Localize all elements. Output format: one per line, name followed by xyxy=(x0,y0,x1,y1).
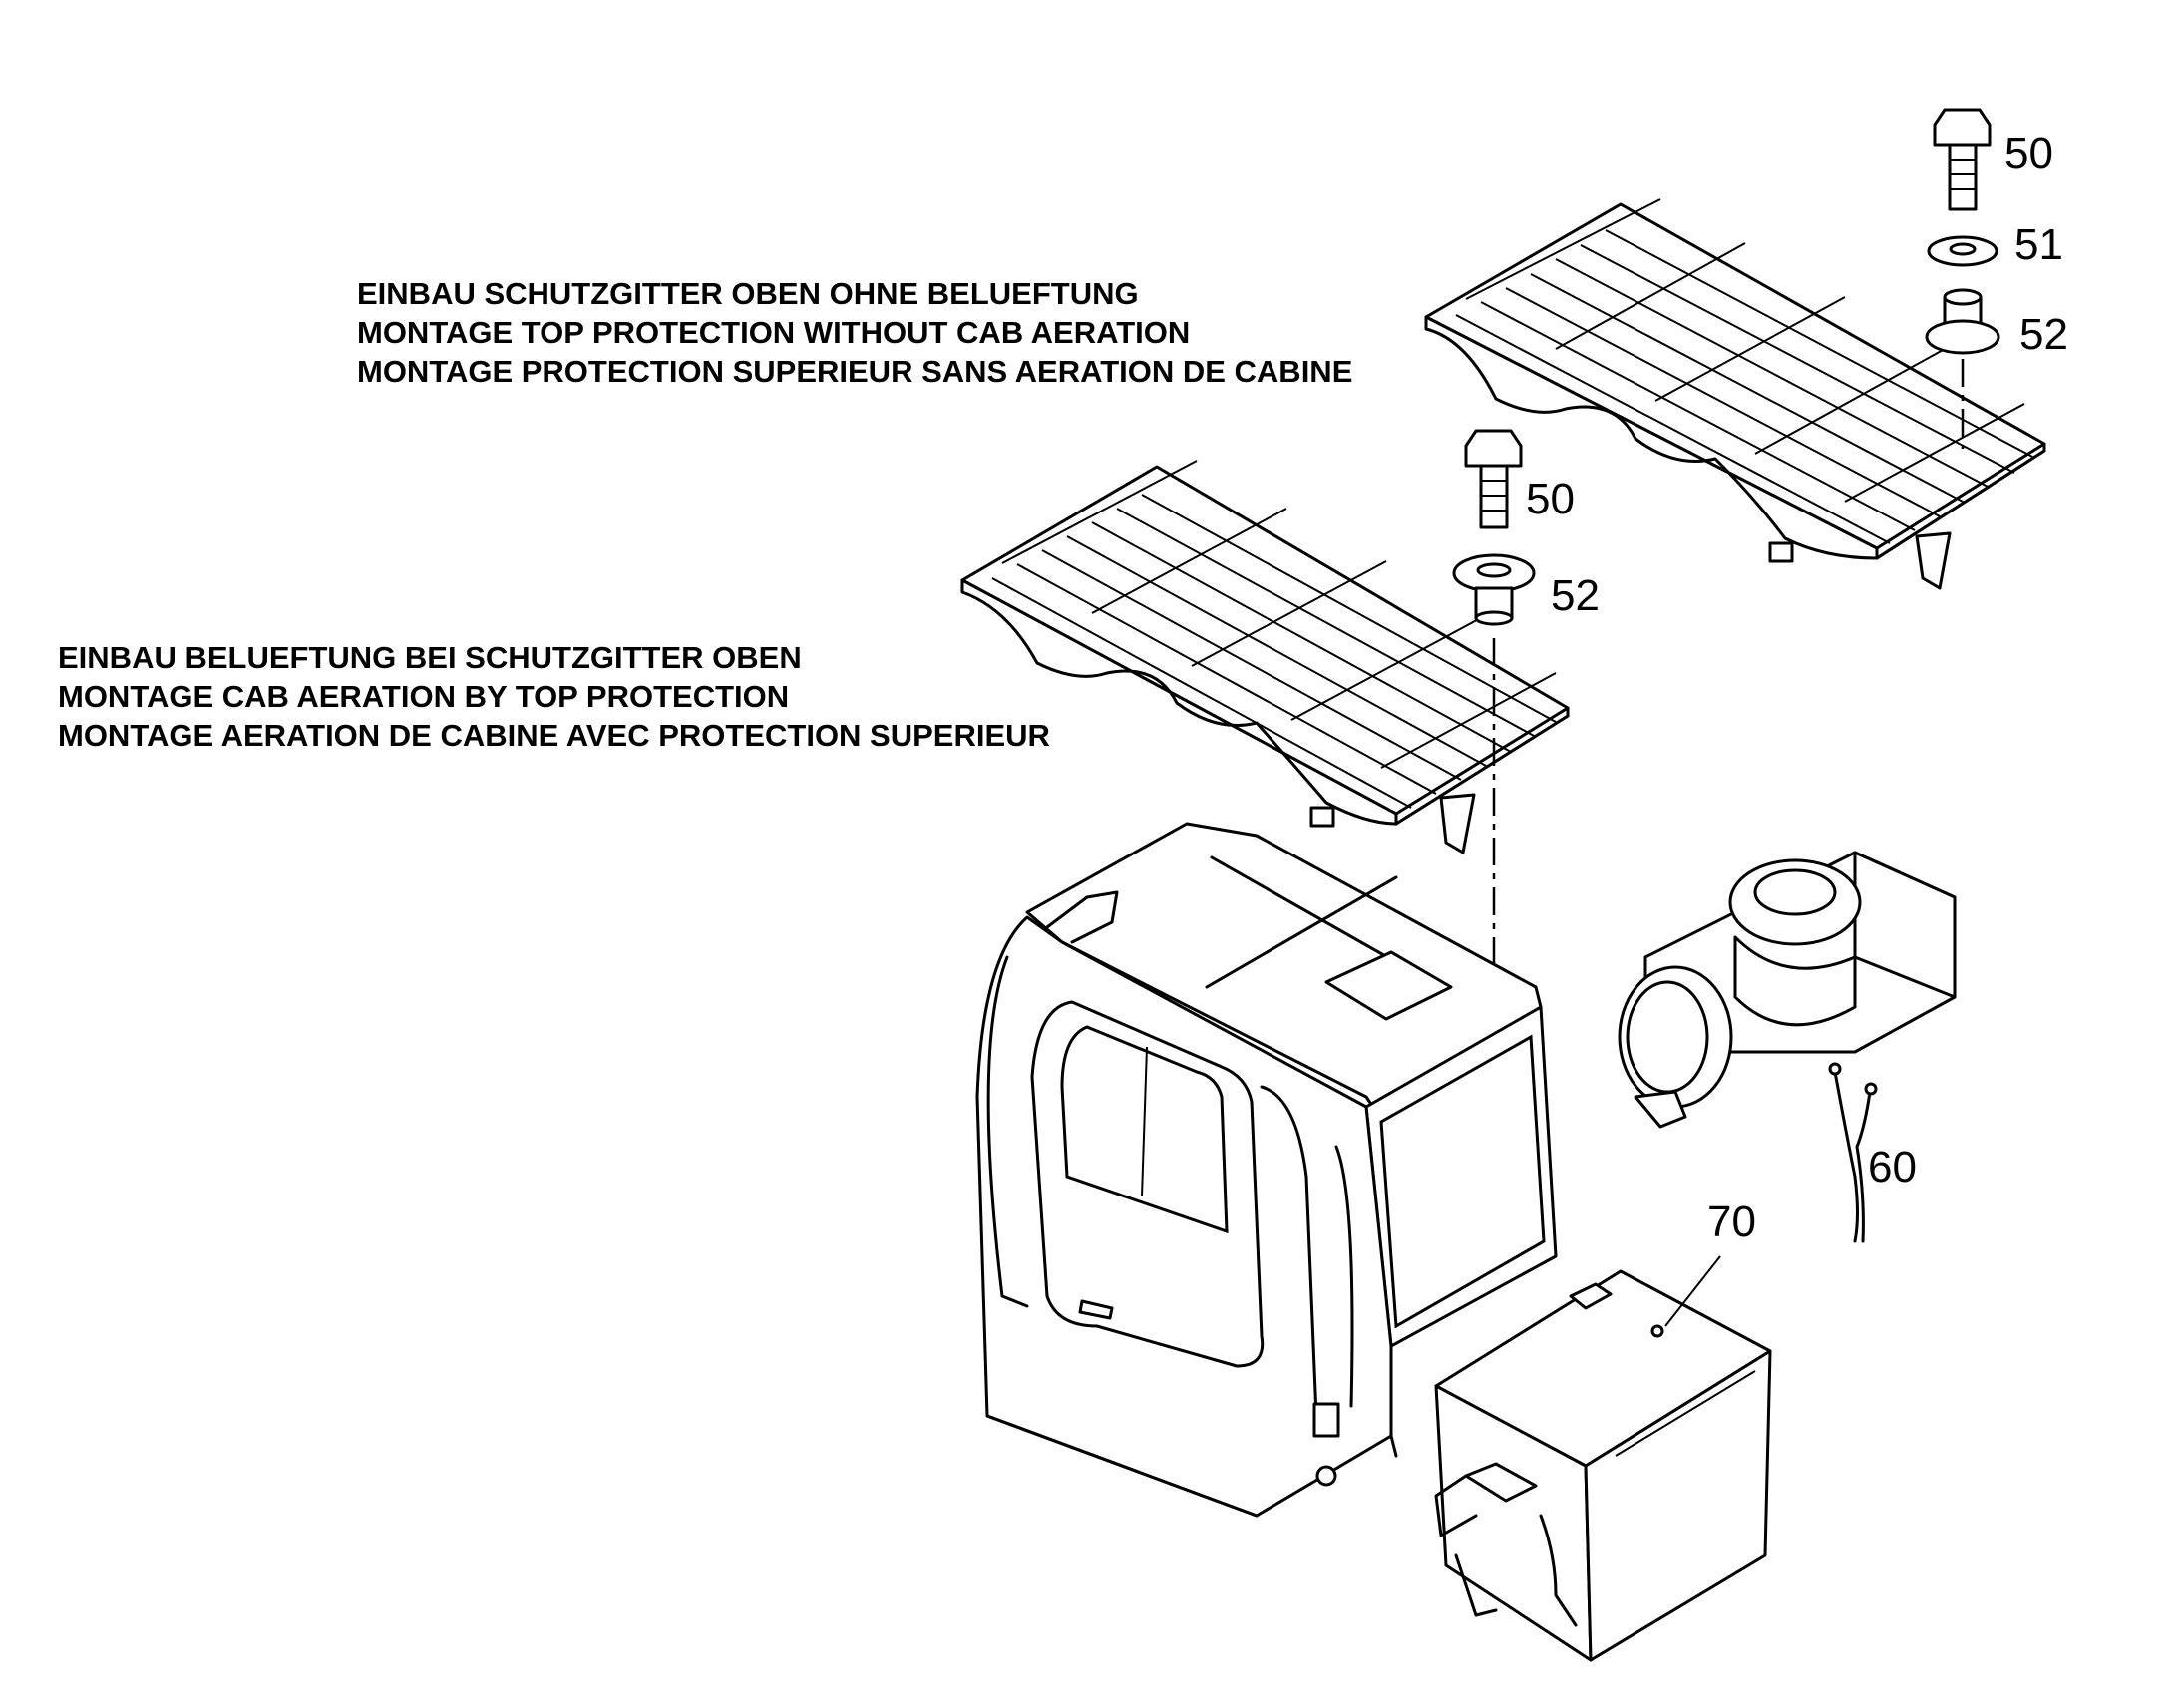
top-protection-grid-left xyxy=(960,460,1570,854)
grid-vent-left xyxy=(1309,806,1335,828)
door-handle xyxy=(1078,1299,1114,1320)
cab-lock xyxy=(1315,1465,1337,1487)
callout-right-washer: 51 xyxy=(2014,220,2063,269)
spacer-icon xyxy=(1925,288,2000,355)
grid-bars-left xyxy=(991,460,1557,809)
washer-icon xyxy=(1927,235,1998,267)
callout-right-bolt: 50 xyxy=(2004,129,2053,177)
annotation-line-fr: MONTAGE PROTECTION SUPERIEUR SANS AERATI… xyxy=(357,354,1353,389)
annotation-line-en: MONTAGE CAB AERATION BY TOP PROTECTION xyxy=(58,679,790,714)
annotation-top-protection: EINBAU SCHUTZGITTER OBEN OHNE BELUEFTUNG… xyxy=(357,274,1352,391)
annotation-cab-aeration: EINBAU BELUEFTUNG BEI SCHUTZGITTER OBEN … xyxy=(58,638,1050,755)
wire-harness xyxy=(1828,1062,1878,1243)
callout-left-bolt: 50 xyxy=(1526,475,1575,523)
annotation-line-en: MONTAGE TOP PROTECTION WITHOUT CAB AERAT… xyxy=(357,315,1191,350)
annotation-line-de: EINBAU SCHUTZGITTER OBEN OHNE BELUEFTUNG xyxy=(357,276,1139,311)
operator-cab xyxy=(975,822,1558,1518)
annotation-line-de: EINBAU BELUEFTUNG BEI SCHUTZGITTER OBEN xyxy=(58,640,802,675)
aeration-blower xyxy=(1618,851,1957,1129)
annotation-line-fr: MONTAGE AERATION DE CABINE AVEC PROTECTI… xyxy=(58,718,1050,753)
callout-right-spacer: 52 xyxy=(2019,310,2068,359)
hex-bolt-icon-left xyxy=(1464,429,1523,529)
cab-side-plate xyxy=(1312,1402,1340,1438)
leader-70 xyxy=(1664,1255,1721,1327)
front-window xyxy=(1379,1034,1546,1329)
top-protection-grid-right xyxy=(1424,198,2046,590)
hex-bolt-icon xyxy=(1933,108,1992,211)
callout-wire-harness: 60 xyxy=(1868,1143,1917,1192)
spacer-icon-left xyxy=(1452,553,1536,626)
aeration-box xyxy=(1434,1269,1772,1662)
callout-left-spacer: 52 xyxy=(1551,571,1600,620)
callout-aeration-box: 70 xyxy=(1707,1197,1756,1246)
grid-vent-right xyxy=(1768,541,1794,563)
